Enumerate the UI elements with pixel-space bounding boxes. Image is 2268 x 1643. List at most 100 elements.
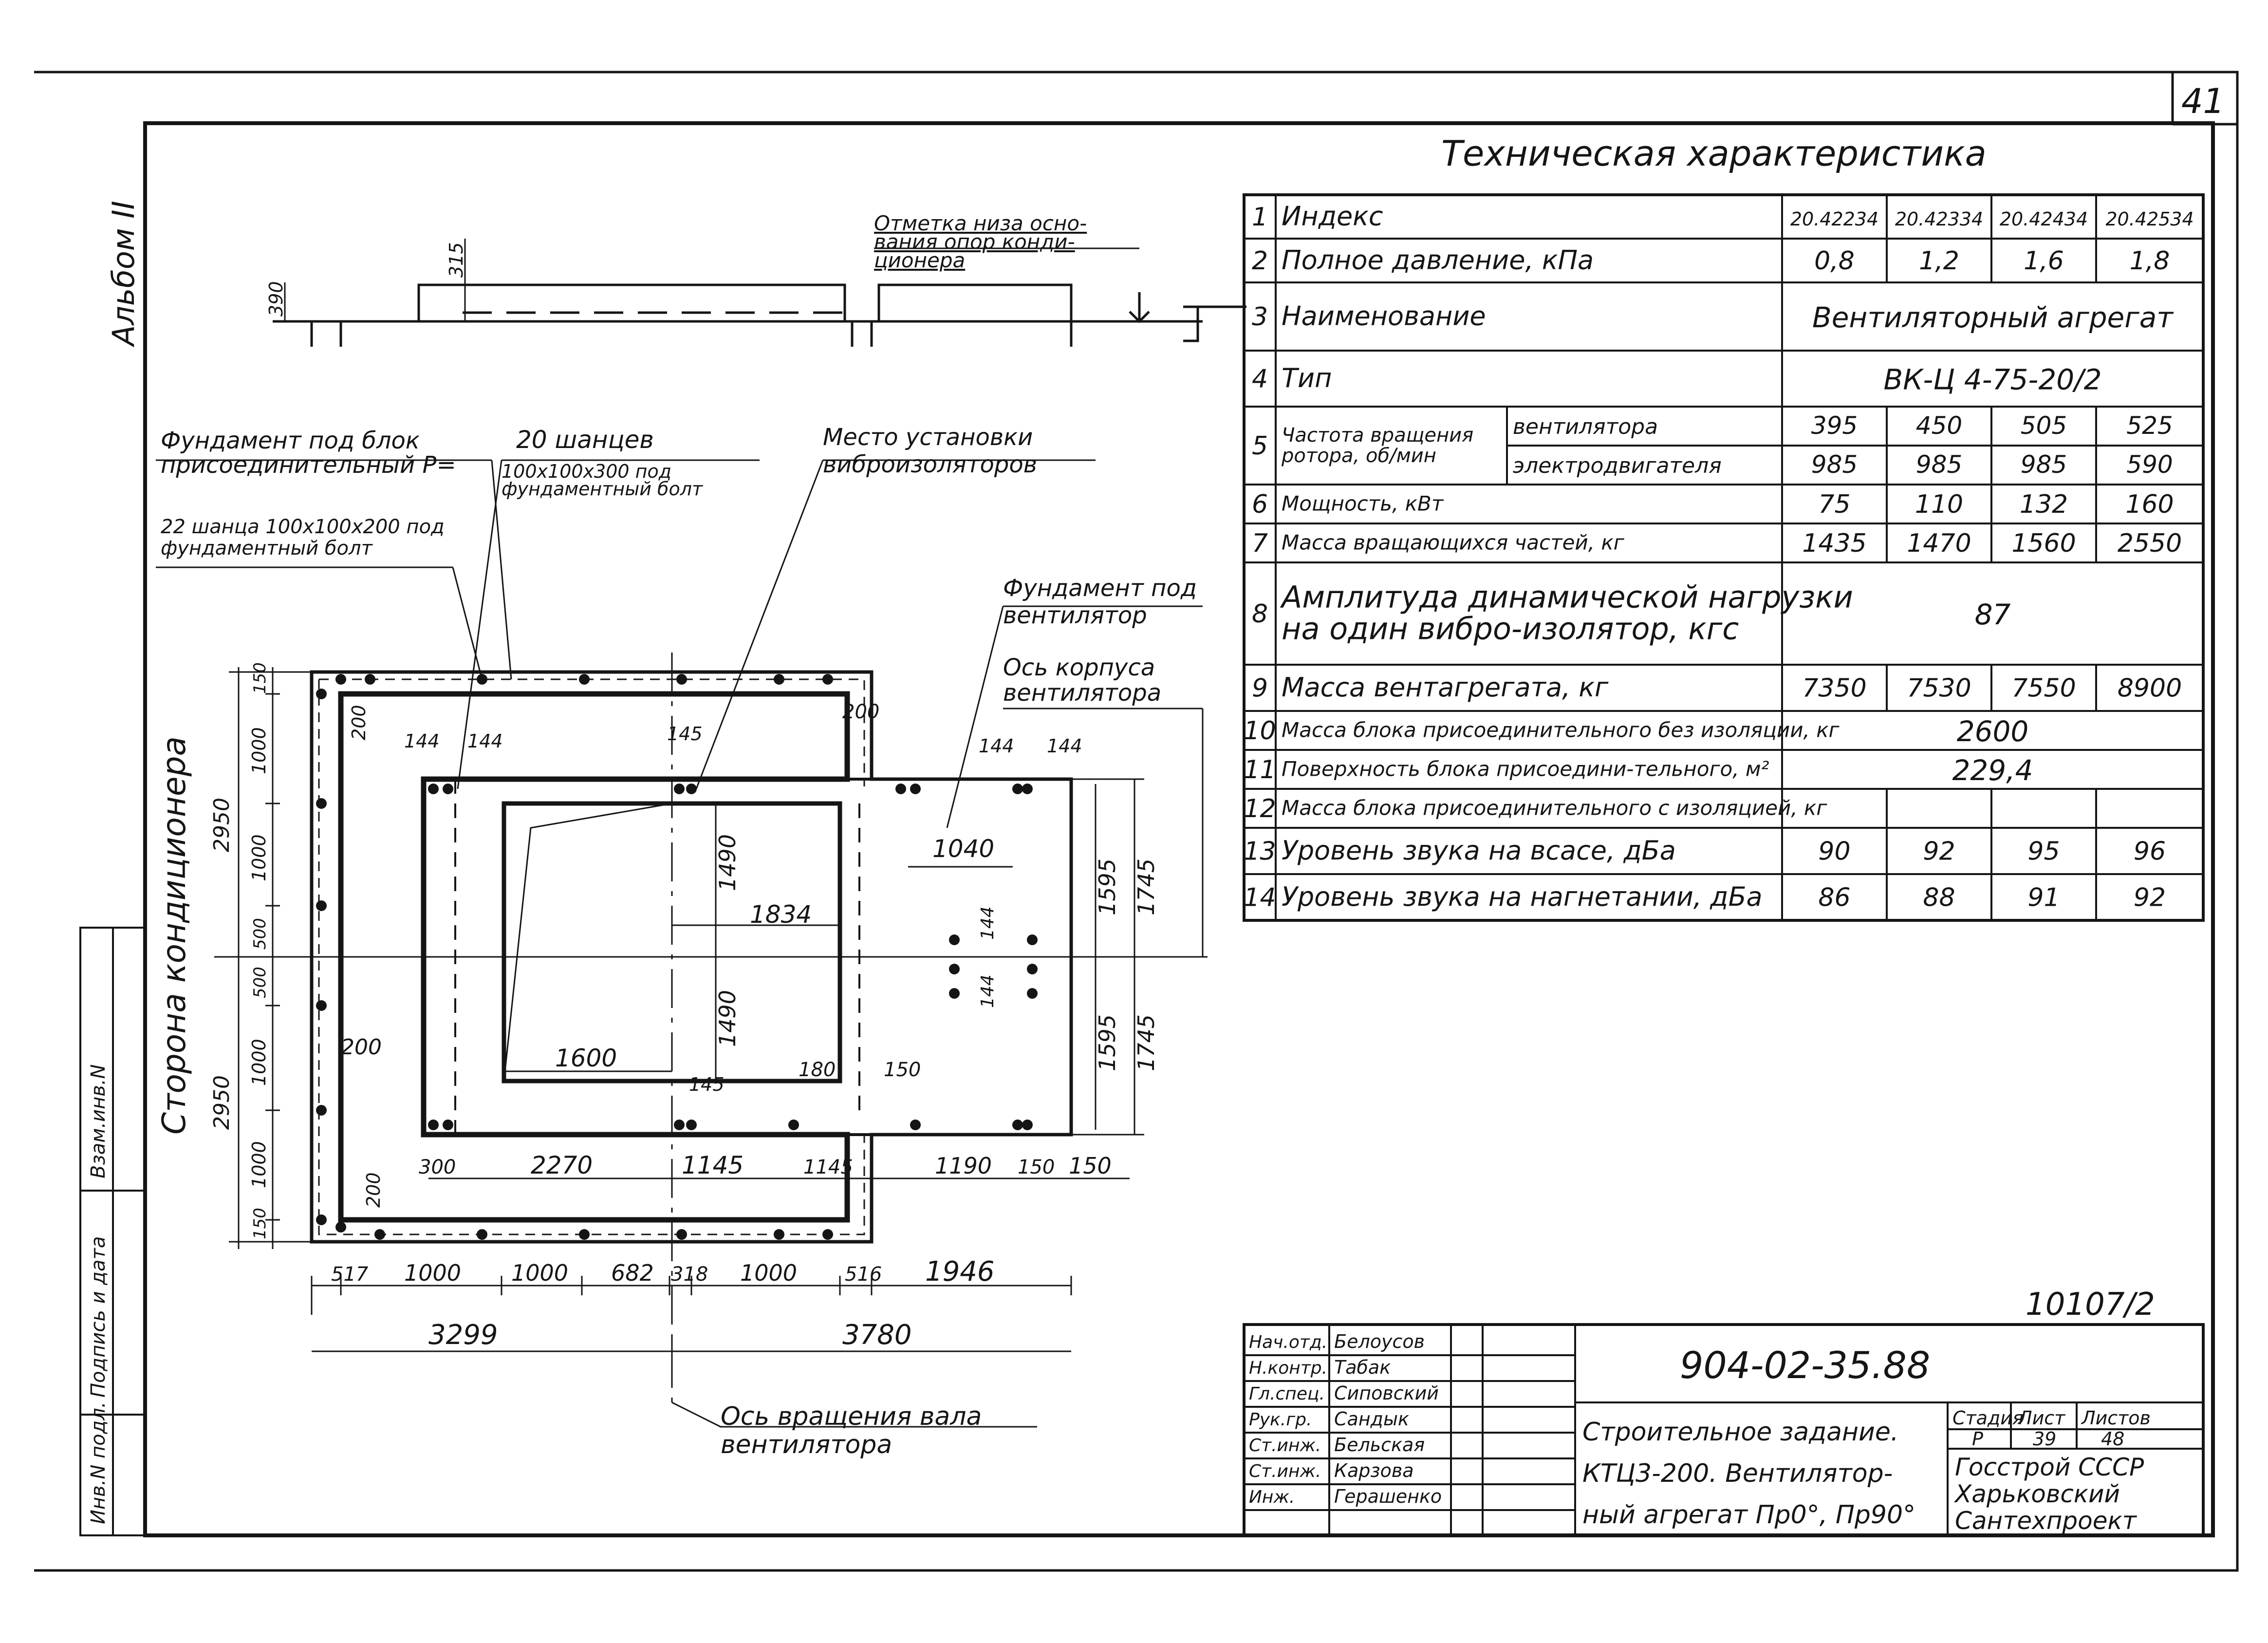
inner-frame [143, 121, 2215, 1537]
title-role: Ст.инж. [1249, 1436, 1321, 1456]
spec-merged-value: ВК-Ц 4-75-20/2 [1883, 363, 2101, 396]
leader-shaft [671, 1401, 1037, 1428]
spec-row-label: Поверхность блока присоедини-тельного, м… [1282, 757, 1769, 781]
anchor-dot [686, 1120, 697, 1130]
outer-foundation-dashed [318, 678, 865, 1235]
spec-row-number: 12 [1244, 794, 1276, 823]
dim-1040: 1040 [932, 835, 994, 863]
dim-left-ticks [265, 693, 280, 1221]
anchor-dot [443, 784, 453, 794]
callout-conditioner-side: Сторона кондиционера [155, 736, 193, 1135]
spec-value-cell: 450 [1916, 411, 1962, 440]
anchor-dot [949, 964, 960, 974]
spec-row-number: 3 [1252, 302, 1268, 332]
dim-144-d: 144 [1047, 735, 1082, 757]
anchor-dot [676, 674, 687, 685]
dim-2950-b: 2950 [209, 1075, 234, 1130]
section-dim-390-label: 390 [265, 281, 287, 317]
spec-row-label: Масса блока присоединительного с изоляци… [1282, 796, 1827, 820]
anchor-dot [949, 934, 960, 945]
spec-row-label: на один вибро-изолятор, кгс [1282, 611, 1739, 647]
spec-row-label: Уровень звука на всасе, дБа [1282, 835, 1676, 866]
spec-row-number: 9 [1252, 674, 1268, 703]
title-name: Сандык [1334, 1408, 1409, 1430]
callout-anchors-22-box: 22 шанца 100х100х200 под фундаментный бо… [161, 516, 445, 560]
callout-anchors-22: 22 шанца 100х100х200 под фундаментный бо… [161, 516, 445, 560]
anchor-dot [316, 1000, 327, 1011]
anchor-dot [428, 784, 439, 794]
callout-fan-foundation: Фундамент под вентилятор [1003, 575, 1197, 629]
spec-row-number: 6 [1252, 490, 1268, 519]
spec-row-number: 7 [1252, 529, 1268, 558]
title-role: Ст.инж. [1249, 1461, 1321, 1481]
dim-200-d: 200 [363, 1172, 384, 1208]
dimension-lines [156, 459, 1204, 1428]
anchor-dot [1027, 988, 1038, 999]
anchor-dot [443, 1120, 453, 1130]
spec-merged-value: 2600 [1957, 715, 2029, 748]
sheet-label: Лист [2017, 1407, 2066, 1429]
spec-row-label: Масса вентагрегата, кг [1282, 672, 1609, 703]
leader-1834-slant [503, 803, 672, 1082]
dim-180: 180 [799, 1059, 836, 1081]
section-block-left [417, 283, 846, 321]
title-name: Карзова [1334, 1460, 1414, 1481]
org-line-3: Сантехпроект [1955, 1507, 2138, 1535]
dim-200-a: 200 [348, 705, 370, 740]
callout-foundation-block: Фундамент под блок присоединительный Р= [161, 429, 456, 479]
anchor-dot [316, 798, 327, 809]
callout-housing-axis-box: Ось корпуса вентилятора [1003, 655, 1161, 706]
dim-b1145-b: 1145 [803, 1156, 853, 1178]
callout-shaft-axis-box: Ось вращения вала вентилятора [721, 1402, 982, 1459]
spec-value-cell: 1,8 [2130, 246, 2170, 276]
dim-t3780: 3780 [842, 1319, 912, 1351]
org-line-1: Госстрой СССР [1955, 1453, 2144, 1481]
section-label-box: Отметка низа осно-вания опор конди-ционе… [874, 214, 1087, 272]
section-level-label: Отметка низа осно-вания опор конди-ционе… [874, 214, 1087, 272]
spec-row-label: Масса вращающихся частей, кг [1282, 531, 1625, 555]
leader-housing-axis [1003, 708, 1204, 957]
anchor-dot [1022, 1120, 1033, 1130]
spec-value-cell: 2550 [2118, 529, 2182, 558]
anchor-dot [1022, 784, 1033, 794]
sheets-label: Листов [2081, 1407, 2151, 1429]
page-number: 41 [2181, 81, 2225, 121]
title-role: Рук.гр. [1249, 1410, 1312, 1430]
title-role: Нач.отд. [1249, 1332, 1327, 1352]
dim-b150-b: 150 [1069, 1153, 1112, 1179]
dim-1595-b: 1595 [1094, 1014, 1120, 1071]
spec-value-cell: 132 [2020, 490, 2068, 519]
anchor-dot [374, 1229, 385, 1240]
specs-table-lines [1244, 194, 2203, 921]
axis-lines [214, 653, 1208, 1412]
dim-1834: 1834 [750, 900, 812, 929]
dim-1595-a: 1595 [1094, 859, 1120, 915]
anchor-dot [674, 784, 685, 794]
dim-c1946: 1946 [925, 1256, 995, 1288]
dim-left-1000-c: 1000 [248, 1039, 270, 1086]
dim-right-1595 [1071, 778, 1144, 1136]
spec-row-label: Тип [1282, 363, 1332, 393]
anchor-dot [1027, 964, 1038, 974]
spec-value-cell: 160 [2125, 490, 2174, 519]
dim-1490-a: 1490 [714, 834, 741, 891]
desc-line-3: ный агрегат Пр0°, Пр90° [1582, 1500, 1915, 1530]
anchor-dot [316, 900, 327, 911]
org-line-2: Харьковский [1953, 1480, 2120, 1508]
dim-145-a: 145 [667, 723, 703, 745]
title-block-lines [1244, 1325, 2203, 1535]
spec-value-cell: 985 [1811, 450, 1858, 479]
section-level-line [1071, 292, 1203, 323]
spec-value-cell: 90 [1818, 837, 1850, 866]
dim-144-c: 144 [979, 735, 1014, 757]
anchor-dot [365, 674, 375, 685]
callout-shaft-axis: Ось вращения вала вентилятора [721, 1402, 982, 1459]
desc-line-1: Строительное задание. [1582, 1418, 1898, 1447]
spec-row-number: 8 [1252, 599, 1268, 629]
dim-c1000-c: 1000 [740, 1260, 797, 1286]
spec-row-label: Амплитуда динамической нагрузки [1280, 579, 1853, 615]
anchor-dot [895, 784, 906, 794]
dimension-texts: 2950 2950 150 1000 1000 500 500 1000 100… [209, 662, 1159, 1351]
anchor-dot [335, 1222, 346, 1232]
section-slab-left-edge [310, 321, 342, 347]
